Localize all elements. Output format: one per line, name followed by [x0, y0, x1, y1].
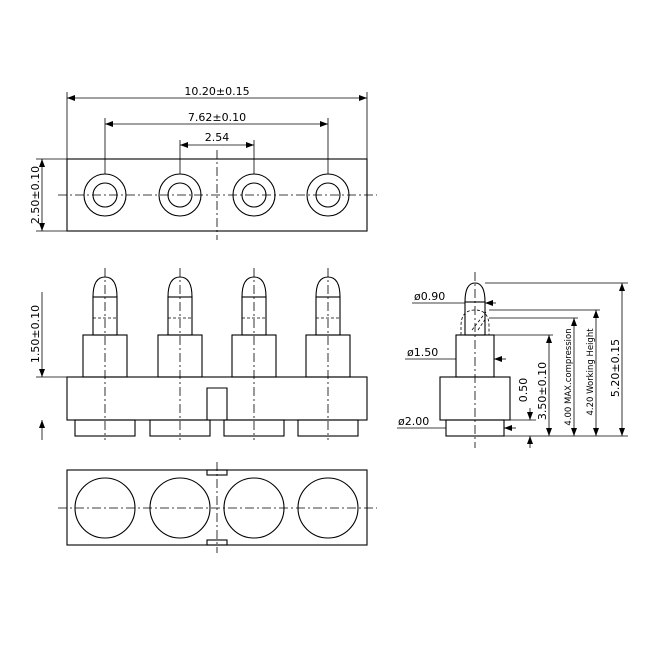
side-view: ø0.90 ø1.50 ø2.00 0.50 3.50±0.10 4.00 MA… [397, 272, 628, 448]
barrel-height-label: 3.50±0.10 [536, 362, 549, 420]
front-pins [82, 276, 351, 378]
total-height-label: 5.20±0.15 [609, 339, 622, 397]
front-base-feet [74, 419, 359, 437]
front-view: 1.50±0.10 [29, 268, 368, 440]
outer-pitch-label: 7.62±0.10 [188, 111, 246, 124]
base-height-label: 0.50 [517, 378, 530, 403]
bottom-view [58, 462, 377, 553]
base-diameter-label: ø2.00 [398, 415, 429, 428]
plunger-travel-label: 1.50±0.10 [29, 305, 42, 363]
overall-width-label: 10.20±0.15 [184, 85, 249, 98]
working-height-label: 4.20 Working Height [586, 328, 596, 416]
body-height-label: 2.50±0.10 [29, 166, 42, 224]
barrel-diameter-label: ø1.50 [407, 346, 438, 359]
housing-slot [206, 387, 228, 420]
top-view: 10.20±0.15 7.62±0.10 2.54 2.50±0.10 [29, 85, 377, 240]
pitch-label: 2.54 [205, 131, 230, 144]
front-housing-outline [66, 376, 368, 421]
tip-diameter-label: ø0.90 [414, 290, 445, 303]
max-compression-label: 4.00 MAX.compression [564, 328, 574, 425]
